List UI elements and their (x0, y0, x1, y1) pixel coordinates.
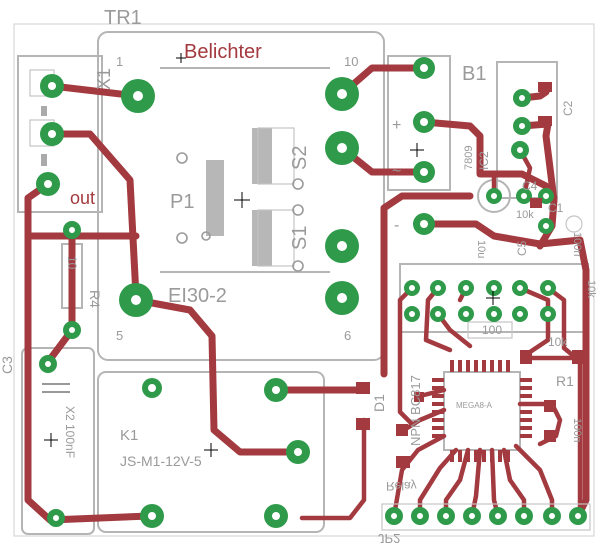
label-r3-value: 10k (516, 209, 534, 221)
pad-ic2-3 (511, 141, 529, 159)
pad-b1-3 (413, 161, 435, 183)
board-outline (13, 23, 595, 537)
label-b1: B1 (462, 63, 486, 85)
pad-b1-1 (413, 57, 435, 79)
trace-b1-minus (420, 220, 590, 520)
label-c2: C2 (561, 100, 575, 116)
label-10k-c: 10k (585, 280, 597, 298)
smd-pads (356, 82, 584, 468)
label-ei30: EI30-2 (168, 285, 227, 307)
header-pads (404, 280, 556, 322)
label-pin-1: 1 (116, 54, 123, 69)
label-pin-6: 6 (344, 328, 351, 343)
label-7809: 7809 (463, 146, 475, 170)
label-res-100: 100 (482, 323, 502, 337)
jp2-pads (385, 507, 587, 525)
label-s2: S2 (289, 146, 311, 170)
pad-c1-1 (538, 218, 554, 234)
trace-pin5-relay (132, 296, 302, 456)
pad-tr-3 (325, 229, 359, 263)
switch-block-s2 (252, 128, 272, 184)
label-c4: C4 (522, 179, 538, 193)
pad-ic2-1 (513, 89, 531, 107)
pad-ic2-2 (513, 117, 531, 135)
s2-frame (257, 127, 295, 185)
pad-k1-2 (264, 378, 288, 402)
pad-tr-10 (325, 77, 359, 111)
label-tr1: TR1 (104, 7, 142, 29)
trace-header-a (397, 285, 415, 427)
label-p1: P1 (170, 191, 194, 213)
s1-frame (257, 209, 295, 267)
x1-connector-outline (17, 55, 103, 213)
label-c3: C3 (0, 356, 15, 374)
jp2-outline (381, 503, 591, 531)
trace-mcu-jp6 (513, 443, 555, 519)
label-r1: R1 (556, 373, 574, 389)
label-x2-100nf: X2 100nF (63, 406, 77, 458)
label-b1-tilde: ~ (392, 163, 401, 180)
trace-r4 (44, 232, 76, 366)
label-out: out (70, 188, 95, 208)
mcu-outline (443, 371, 521, 451)
label-r4: R4 (87, 290, 103, 308)
pad-k1-3 (286, 440, 310, 464)
label-npn: NPN BC817 (408, 375, 423, 446)
label-b1-minus: - (394, 217, 399, 234)
pot-block-p1 (206, 160, 224, 236)
trace-gnd-loop (380, 192, 474, 378)
label-belichter: Belichter (184, 41, 262, 63)
label-ic2: IC2 (477, 151, 491, 170)
pad-tr-6 (325, 281, 359, 315)
trace-d1-down (299, 417, 367, 521)
pad-b1-2 (413, 111, 435, 133)
pad-b1-4 (413, 213, 435, 235)
mcu-pins (432, 360, 532, 462)
pad-tr-1 (121, 79, 155, 113)
pad-c3-bottom (47, 509, 65, 527)
trace-header-d (517, 285, 551, 359)
pad-c4-1 (516, 188, 532, 204)
label-k1: K1 (120, 427, 138, 444)
pad-r4-bottom (63, 321, 81, 339)
resistor-100-outline (467, 321, 513, 339)
pad-k1-4 (140, 504, 164, 528)
label-r2-value: 10k (548, 335, 568, 349)
label-mega: MEGA8-A (456, 401, 493, 410)
pad-c3-top (39, 355, 57, 373)
label-100n-a: 100n (571, 232, 583, 256)
origin-marks (44, 53, 500, 457)
label-jp2: JP2 (378, 531, 400, 546)
label-b1-plus: + (392, 117, 401, 134)
label-c1: C1 (548, 201, 564, 215)
label-pin-5: 5 (116, 328, 123, 343)
switch-holes (176, 152, 304, 272)
trace-x1-pin3-left (24, 180, 154, 524)
label-relay: Relay (386, 479, 417, 493)
pad-c5-1 (486, 188, 502, 204)
label-c5: C5 (515, 240, 529, 256)
label-d1: D1 (371, 394, 387, 412)
label-r4-value: 10 (65, 256, 79, 270)
pad-x1-2 (40, 122, 64, 146)
pad-k1-1 (142, 378, 162, 398)
pad-x1-3 (36, 172, 60, 196)
label-pin-10: 10 (344, 54, 358, 69)
pad-k1-5 (264, 504, 288, 528)
label-s1: S1 (289, 226, 311, 250)
pad-tr-2 (325, 131, 359, 165)
label-10u: 10u (475, 240, 487, 258)
trace-x1-pin2 (48, 130, 140, 300)
transformer-outline (97, 31, 385, 361)
switch-block-s1 (252, 210, 272, 266)
c1-outline (565, 215, 583, 233)
pad-x1-1 (40, 74, 64, 98)
trace-header-e (545, 285, 579, 361)
label-relay-type: JS-M1-12V-5 (120, 453, 202, 469)
pad-r4-top (63, 221, 81, 239)
pad-tr-5 (119, 283, 153, 317)
label-x1: X1 (94, 68, 114, 90)
label-100n-b: 100n (571, 418, 583, 442)
